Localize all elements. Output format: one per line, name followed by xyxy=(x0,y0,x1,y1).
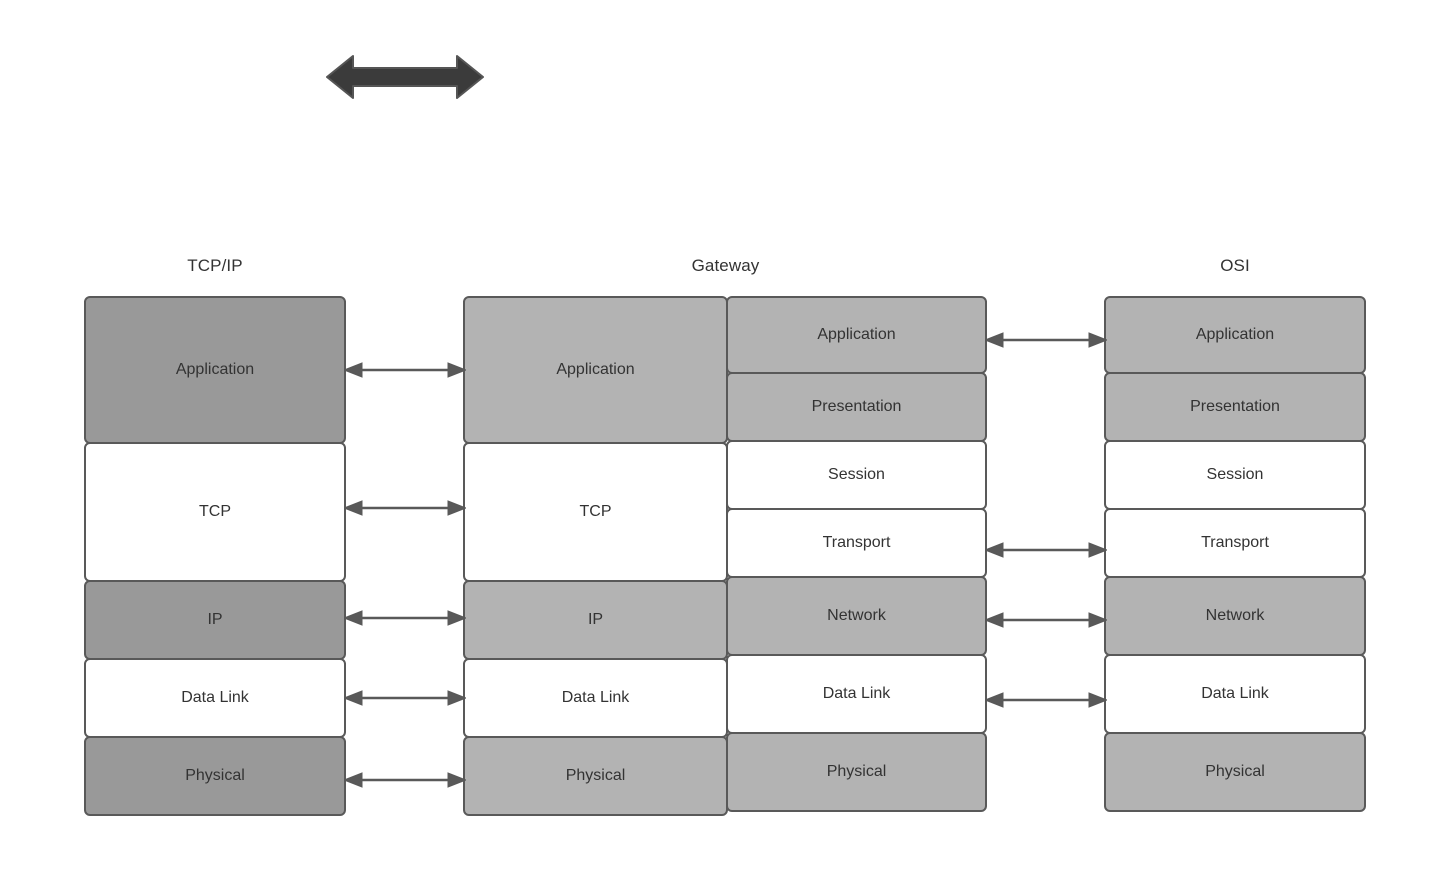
connector-gw-osi-transport xyxy=(983,538,1109,562)
stack-tcpip: Application TCP IP Data Link Physical xyxy=(84,296,346,816)
layer-label: Application xyxy=(817,326,896,343)
layer-label: Data Link xyxy=(181,689,249,706)
layer-gateway-osi-presentation[interactable]: Presentation xyxy=(726,372,987,442)
layer-tcpip-ip[interactable]: IP xyxy=(84,580,346,660)
layer-gateway-tcp[interactable]: TCP xyxy=(463,442,728,582)
layer-gateway-physical[interactable]: Physical xyxy=(463,736,728,816)
layer-label: TCP xyxy=(579,503,612,520)
connector-gw-osi-network xyxy=(983,608,1109,632)
layer-osi-network[interactable]: Network xyxy=(1104,576,1366,656)
layer-label: IP xyxy=(207,611,223,628)
layer-gateway-osi-session[interactable]: Session xyxy=(726,440,987,510)
stack-osi: Application Presentation Session Transpo… xyxy=(1104,296,1366,812)
layer-label: Network xyxy=(1205,607,1265,624)
layer-label: Physical xyxy=(826,763,887,780)
layer-tcpip-tcp[interactable]: TCP xyxy=(84,442,346,582)
layer-gateway-osi-transport[interactable]: Transport xyxy=(726,508,987,578)
layer-tcpip-datalink[interactable]: Data Link xyxy=(84,658,346,738)
layer-osi-presentation[interactable]: Presentation xyxy=(1104,372,1366,442)
layer-osi-application[interactable]: Application xyxy=(1104,296,1366,374)
layer-label: Physical xyxy=(185,767,245,784)
layer-gateway-osi-network[interactable]: Network xyxy=(726,576,987,656)
layer-label: Session xyxy=(1206,466,1264,483)
layer-label: Application xyxy=(556,361,635,378)
layer-gateway-datalink[interactable]: Data Link xyxy=(463,658,728,738)
layer-label: Data Link xyxy=(822,685,891,702)
layer-tcpip-application[interactable]: Application xyxy=(84,296,346,444)
connector-gw-osi-application xyxy=(983,328,1109,352)
layer-gateway-application[interactable]: Application xyxy=(463,296,728,444)
layer-osi-session[interactable]: Session xyxy=(1104,440,1366,510)
connector-tcpip-gw-datalink xyxy=(342,686,468,710)
layer-gateway-osi-datalink[interactable]: Data Link xyxy=(726,654,987,734)
layer-label: Transport xyxy=(1201,534,1269,551)
layer-label: Physical xyxy=(1205,763,1265,780)
column-title-osi: OSI xyxy=(1220,256,1250,275)
layer-label: Data Link xyxy=(561,689,630,706)
layer-label: TCP xyxy=(199,503,231,520)
layer-osi-transport[interactable]: Transport xyxy=(1104,508,1366,578)
layer-tcpip-physical[interactable]: Physical xyxy=(84,736,346,816)
layer-label: IP xyxy=(587,611,604,628)
layer-label: Network xyxy=(827,607,886,624)
layer-label: Data Link xyxy=(1201,685,1269,702)
connector-tcpip-gw-application xyxy=(342,358,468,382)
connector-tcpip-gw-ip xyxy=(342,606,468,630)
stack-gateway-left: Application TCP IP Data Link Physical xyxy=(463,296,728,816)
layer-label: Transport xyxy=(822,534,891,551)
layer-label: Application xyxy=(175,361,255,378)
connector-tcpip-gw-physical xyxy=(342,768,468,792)
column-title-gateway: Gateway xyxy=(691,256,760,275)
layer-label: Session xyxy=(828,466,885,483)
connector-tcpip-gw-tcp xyxy=(342,496,468,520)
layer-label: Presentation xyxy=(811,398,902,415)
layer-label: Presentation xyxy=(1190,398,1280,415)
layer-osi-datalink[interactable]: Data Link xyxy=(1104,654,1366,734)
column-title-tcpip: TCP/IP xyxy=(187,256,243,275)
layer-osi-physical[interactable]: Physical xyxy=(1104,732,1366,812)
stack-gateway-right: Application Presentation Session Transpo… xyxy=(726,296,987,812)
layer-label: Physical xyxy=(565,767,626,784)
connector-gw-osi-datalink xyxy=(983,688,1109,712)
layer-label: Application xyxy=(1195,326,1275,343)
layer-gateway-ip[interactable]: IP xyxy=(463,580,728,660)
layer-gateway-osi-application[interactable]: Application xyxy=(726,296,987,374)
layer-gateway-osi-physical[interactable]: Physical xyxy=(726,732,987,812)
bidirectional-block-arrow-icon xyxy=(325,52,485,102)
